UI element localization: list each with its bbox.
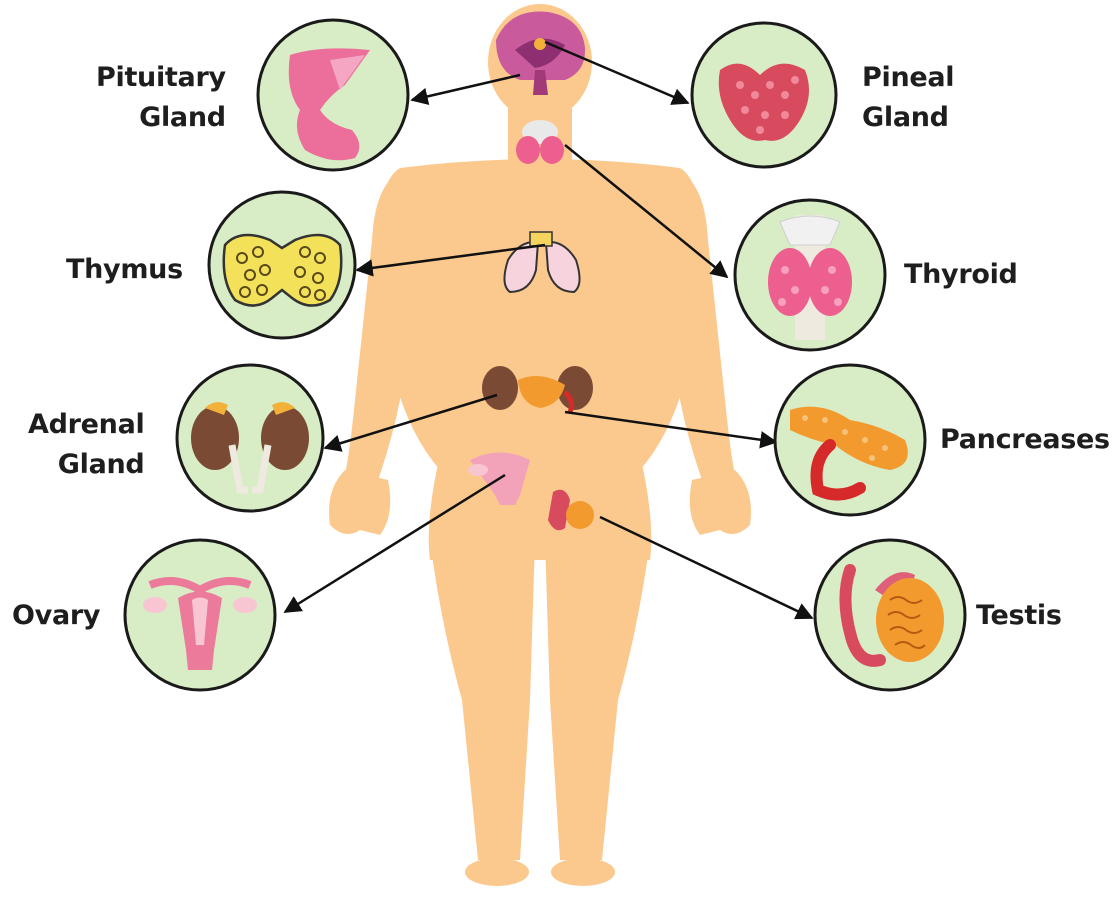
label-ovary: Ovary <box>12 596 100 636</box>
label-pineal-line1: Pineal <box>862 58 954 98</box>
pineal-circle <box>692 23 836 167</box>
label-adrenal-line2: Gland <box>28 445 144 485</box>
thyroid-circle <box>735 200 885 350</box>
testis-circle <box>815 540 965 690</box>
pancreas-circle <box>775 365 925 515</box>
adrenal-circle <box>177 365 323 511</box>
label-thymus-text: Thymus <box>66 250 183 290</box>
label-ovary-text: Ovary <box>12 596 100 636</box>
label-pancreas: Pancreases <box>940 420 1110 460</box>
ovary-circle <box>125 540 275 690</box>
label-adrenal: Adrenal Gland <box>28 405 144 485</box>
pituitary-circle <box>258 20 408 170</box>
label-thymus: Thymus <box>66 250 183 290</box>
label-pineal-line2: Gland <box>862 98 954 138</box>
label-pituitary-line2: Gland <box>96 98 226 138</box>
label-testis-text: Testis <box>976 596 1062 636</box>
label-testis: Testis <box>976 596 1062 636</box>
label-pituitary: Pituitary Gland <box>96 58 226 138</box>
label-pineal: Pineal Gland <box>862 58 954 138</box>
label-adrenal-line1: Adrenal <box>28 405 144 445</box>
label-thyroid-text: Thyroid <box>904 255 1018 295</box>
label-pituitary-line1: Pituitary <box>96 58 226 98</box>
label-pancreas-text: Pancreases <box>940 420 1110 460</box>
label-thyroid: Thyroid <box>904 255 1018 295</box>
thymus-circle <box>209 192 355 338</box>
